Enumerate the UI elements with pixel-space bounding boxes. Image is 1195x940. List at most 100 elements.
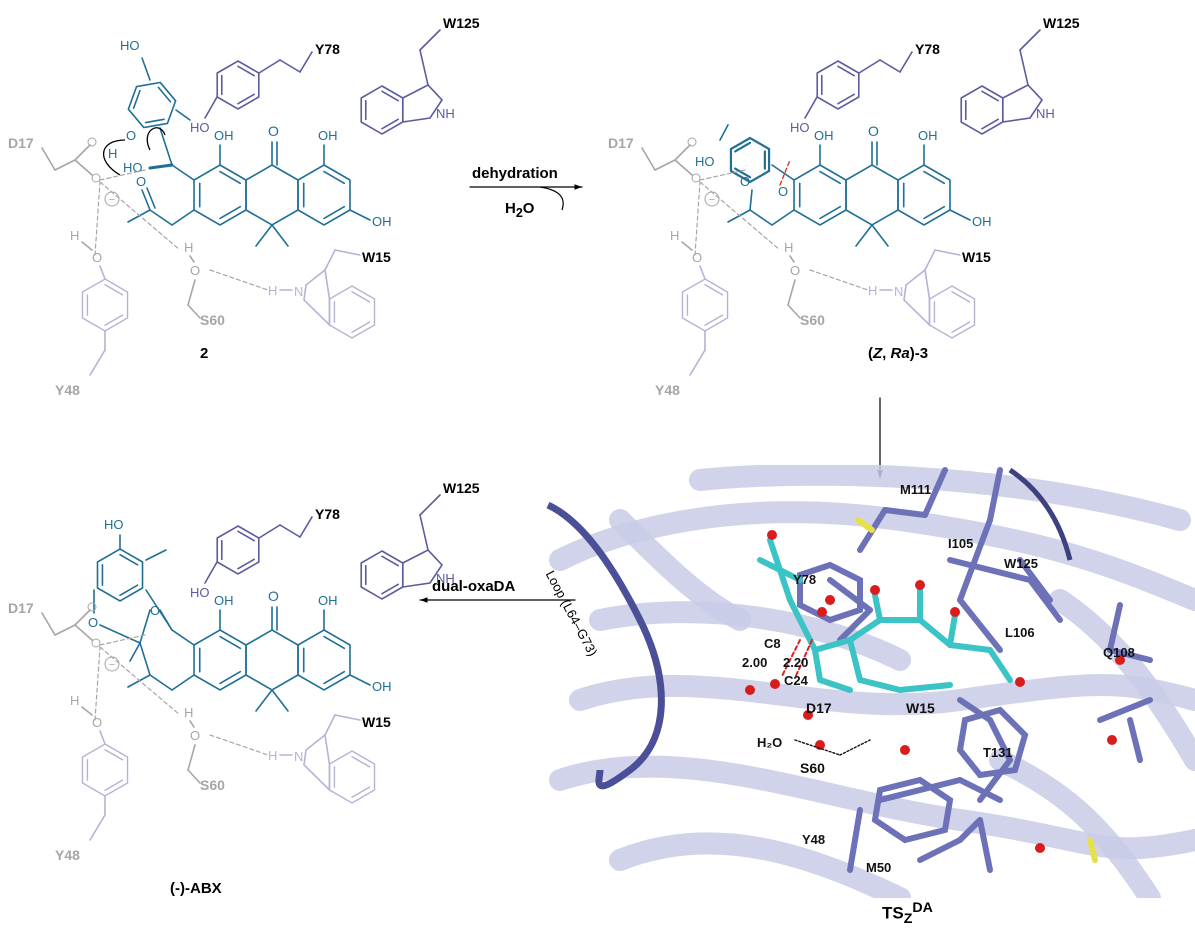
double-bond xyxy=(734,141,752,153)
structure-view xyxy=(546,465,1195,898)
oxygen-atom xyxy=(817,607,827,617)
double-bond xyxy=(219,205,242,220)
ring-a xyxy=(793,164,847,226)
bond xyxy=(1019,49,1029,86)
hydrogen-label: H xyxy=(268,748,277,763)
residue-s60-label: S60 xyxy=(200,312,225,328)
double-bond xyxy=(219,635,242,650)
hbond xyxy=(699,181,781,251)
bond xyxy=(139,642,151,676)
bond xyxy=(54,159,76,171)
bond xyxy=(949,209,971,221)
residue-stick xyxy=(837,607,873,643)
res3d-q108: Q108 xyxy=(1103,645,1135,660)
sulfur-stick xyxy=(1087,837,1098,863)
oxygen-label: O xyxy=(692,250,702,265)
distance-2-00: 2.00 xyxy=(742,655,768,670)
dehydration-arrow-head xyxy=(574,184,582,190)
ligand-stick xyxy=(847,637,863,683)
double-bond xyxy=(219,670,242,685)
loop-ribbon xyxy=(546,501,665,790)
y78-ring-stick xyxy=(797,561,863,624)
bond xyxy=(349,209,371,221)
atom-c24: C24 xyxy=(784,673,808,688)
compound-3-label: (Z, Ra)-3 xyxy=(868,345,928,362)
oxygen-atom xyxy=(1115,655,1125,665)
carbonyl-oxygen: O xyxy=(268,123,279,139)
bond xyxy=(81,706,93,716)
bond xyxy=(258,524,281,539)
hydrogen-label: H xyxy=(70,693,79,708)
nh-label: NH xyxy=(436,571,455,586)
ts-main: TS xyxy=(882,903,904,923)
w15-ring-stick xyxy=(956,706,1029,779)
residue-stick xyxy=(922,467,948,518)
ring-c xyxy=(297,629,351,691)
bond xyxy=(654,159,676,171)
res3d-i105: I105 xyxy=(948,536,974,551)
minus-sign: − xyxy=(709,194,715,206)
nitrogen-label: N xyxy=(894,284,903,299)
oxygen-label: O xyxy=(92,715,102,730)
double-bond xyxy=(981,118,1000,130)
oxygen-atom xyxy=(1107,735,1117,745)
methyl xyxy=(255,689,273,712)
water-3d-label: H₂O xyxy=(757,735,783,750)
w15-pyrrole xyxy=(903,268,931,327)
hbond xyxy=(699,169,746,181)
bond xyxy=(419,49,429,86)
bond xyxy=(187,744,196,771)
hydroxyl-label: HO xyxy=(123,160,143,175)
ring-c xyxy=(297,164,351,226)
double-bond xyxy=(381,555,400,567)
oxygen-icon xyxy=(91,638,101,648)
residue-stick xyxy=(957,817,983,843)
ring-b xyxy=(245,629,299,691)
bond xyxy=(771,164,795,181)
double-bond xyxy=(219,170,242,185)
w15-ring xyxy=(328,285,376,339)
bond xyxy=(324,249,336,271)
methyl xyxy=(129,642,141,662)
bond xyxy=(324,714,336,736)
epoxide-oxygen: O xyxy=(150,603,160,618)
nitrogen-label: N xyxy=(294,284,303,299)
w125-pyrrole xyxy=(401,84,444,123)
oxygen-atom xyxy=(803,710,813,720)
oxygen-atom xyxy=(770,679,780,689)
double-bond xyxy=(119,553,139,566)
hydroxyl-label: HO xyxy=(695,154,715,169)
double-bond xyxy=(323,170,346,185)
res3d-l106: L106 xyxy=(1005,625,1035,640)
hbond xyxy=(94,181,101,256)
y78-ring xyxy=(216,60,260,110)
distance-2-20: 2.20 xyxy=(783,655,809,670)
hydrogen-label: H xyxy=(784,240,793,255)
res3d-m50: M50 xyxy=(866,860,892,875)
bond xyxy=(699,265,706,280)
hydroxyl-label: OH xyxy=(318,593,338,608)
residue-stick xyxy=(1107,647,1153,663)
hbond xyxy=(809,269,869,291)
bond xyxy=(99,730,106,745)
beta-sheet-ribbon xyxy=(1049,589,1195,771)
double-bond xyxy=(704,314,724,326)
helix-ribbon xyxy=(1008,467,1073,561)
ligand-stick xyxy=(857,677,903,693)
bond xyxy=(89,814,106,841)
residue-w15-label: W15 xyxy=(362,714,391,730)
oxygen-icon xyxy=(87,602,97,612)
bond xyxy=(146,187,156,209)
w15-pyrrole xyxy=(303,268,331,327)
double-bond xyxy=(351,291,371,303)
double-bond xyxy=(381,583,400,595)
w125-ring xyxy=(360,85,404,135)
bond xyxy=(334,714,361,721)
double-bond xyxy=(704,284,724,296)
hydroxyl-label: HO xyxy=(190,120,210,135)
bond xyxy=(187,279,196,306)
bond xyxy=(299,516,313,538)
dual-oxada-label: dual-oxaDA xyxy=(432,578,516,595)
ligand-stick xyxy=(817,677,853,693)
ring-b xyxy=(845,164,899,226)
